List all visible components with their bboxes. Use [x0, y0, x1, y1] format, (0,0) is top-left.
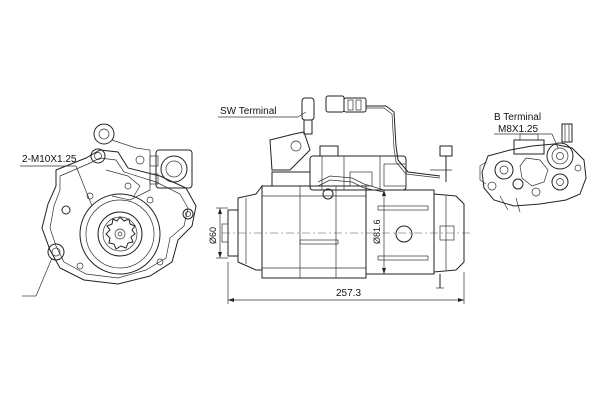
side-view	[221, 95, 470, 289]
mount-hole-leader	[22, 257, 53, 297]
mount-thread-label: 2-M10X1.25	[22, 154, 77, 165]
front-view	[41, 123, 197, 285]
dim-length	[227, 262, 465, 304]
b-terminal-leader	[494, 133, 559, 149]
dim-pilot-diameter	[216, 207, 228, 259]
length-label: 257.3	[336, 288, 361, 299]
mount-thread-leader	[20, 165, 93, 207]
sw-terminal-label: SW Terminal	[220, 106, 277, 117]
body-diameter-label: Ø81.6	[372, 219, 382, 244]
rear-view	[479, 123, 587, 213]
sw-terminal-leader	[218, 111, 307, 118]
dim-body-diameter	[382, 190, 386, 274]
b-terminal-label-line1: B Terminal	[494, 112, 541, 123]
pilot-diameter-label: Ø60	[208, 227, 218, 244]
b-terminal-label-line2: M8X1.25	[498, 124, 538, 135]
